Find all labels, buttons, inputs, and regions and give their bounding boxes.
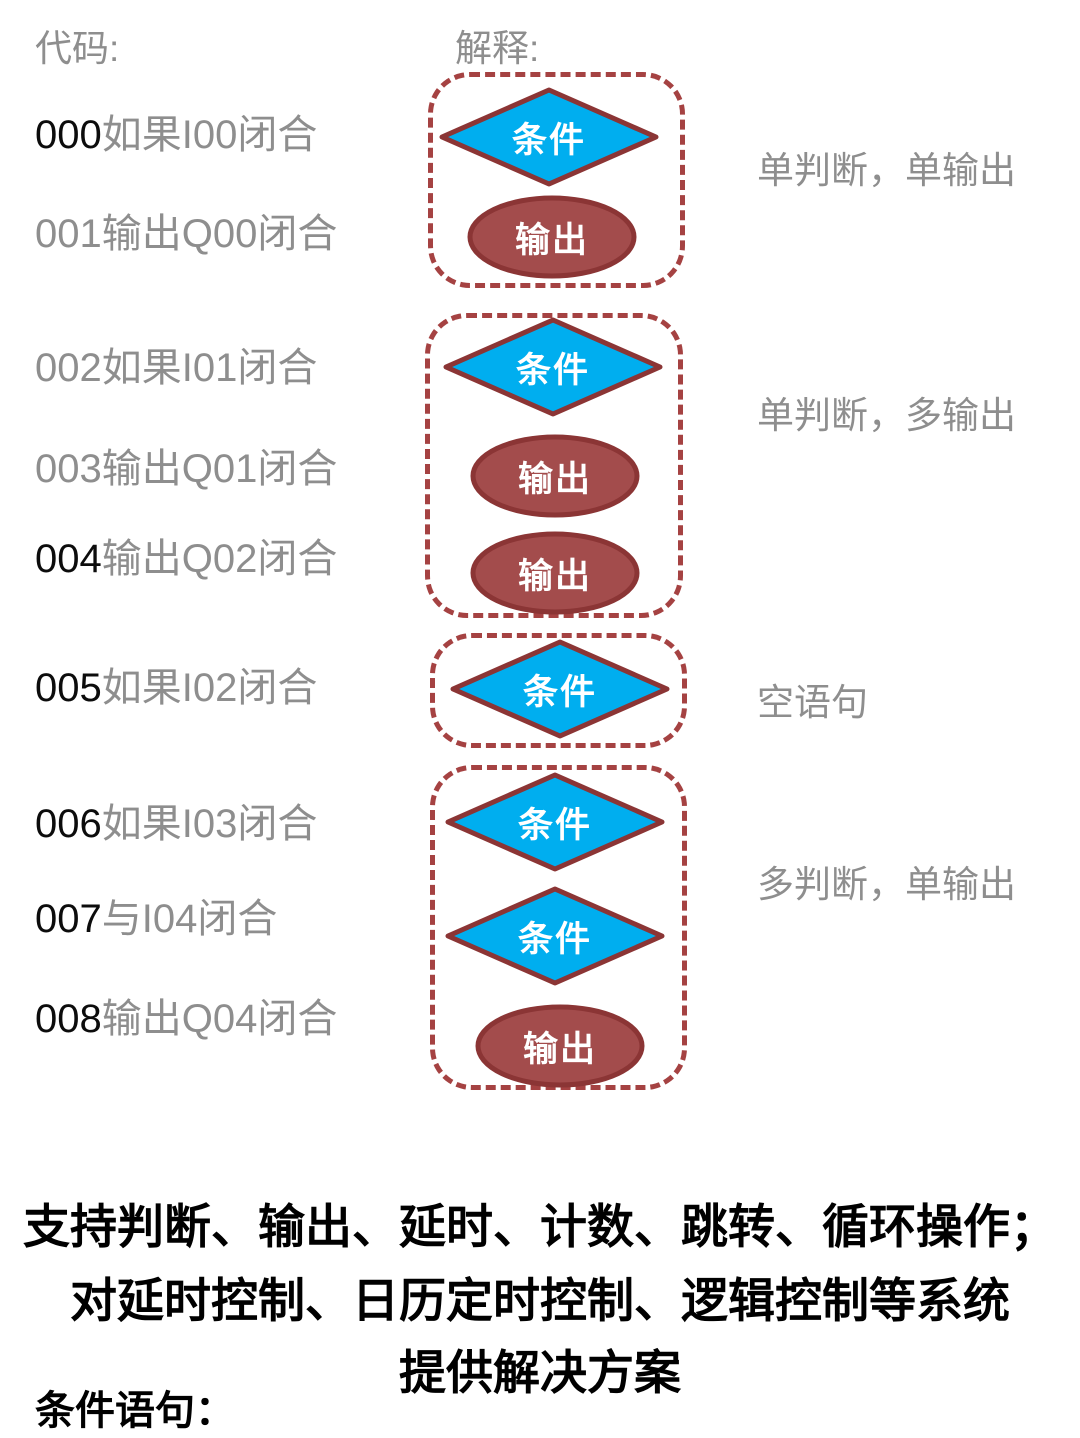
output-label: 输出 xyxy=(517,459,592,499)
diamond-icon xyxy=(439,87,659,187)
code-line-text: 如果I02闭合 xyxy=(101,666,318,710)
condition-label: 条件 xyxy=(522,672,597,712)
summary-line-2: 对延时控制、日历定时控制、逻辑控制等系统 xyxy=(70,1274,1010,1327)
code-line-005: 005如果I02闭合 xyxy=(35,666,317,710)
explanation-group-3: 空语句 xyxy=(757,682,868,723)
code-line-008: 008输出Q04闭合 xyxy=(35,997,337,1041)
diamond-icon xyxy=(443,317,663,417)
output-ellipse: 输出 xyxy=(467,195,637,279)
code-line-number: 002 xyxy=(35,346,102,390)
code-line-number: 003 xyxy=(35,447,102,491)
ellipse-icon xyxy=(475,1004,645,1088)
code-line-007: 007与I04闭合 xyxy=(35,897,277,941)
code-line-number: 005 xyxy=(35,666,102,710)
code-line-text: 输出Q01闭合 xyxy=(101,447,338,491)
output-label: 输出 xyxy=(514,220,589,260)
output-label: 输出 xyxy=(522,1029,597,1069)
diamond-icon xyxy=(445,772,665,872)
diamond-icon xyxy=(450,639,670,739)
code-line-number: 004 xyxy=(35,537,102,581)
code-line-text: 输出Q04闭合 xyxy=(101,997,338,1041)
code-line-004: 004输出Q02闭合 xyxy=(35,537,337,581)
output-ellipse: 输出 xyxy=(470,531,640,615)
code-column-header: 代码: xyxy=(35,28,120,69)
condition-statement-section-label: 条件语句： xyxy=(35,1389,235,1433)
condition-label: 条件 xyxy=(517,805,592,845)
code-line-text: 输出Q00闭合 xyxy=(101,212,338,256)
output-ellipse: 输出 xyxy=(470,434,640,518)
condition-label: 条件 xyxy=(517,919,592,959)
flow-group-1-frame xyxy=(428,72,685,288)
condition-diamond: 条件 xyxy=(443,317,663,417)
code-line-number: 006 xyxy=(35,802,102,846)
flow-group-4-frame xyxy=(430,765,687,1090)
flow-group-3-frame xyxy=(430,633,687,748)
condition-diamond: 条件 xyxy=(450,639,670,739)
code-line-number: 001 xyxy=(35,212,102,256)
explanation-group-1: 单判断，单输出 xyxy=(757,150,1016,191)
code-line-text: 如果I03闭合 xyxy=(101,802,318,846)
output-label: 输出 xyxy=(517,556,592,596)
condition-diamond: 条件 xyxy=(445,886,665,986)
code-line-002: 002如果I01闭合 xyxy=(35,346,317,390)
code-line-number: 008 xyxy=(35,997,102,1041)
code-line-003: 003输出Q01闭合 xyxy=(35,447,337,491)
diamond-icon xyxy=(445,886,665,986)
output-ellipse: 输出 xyxy=(475,1004,645,1088)
code-line-000: 000如果I00闭合 xyxy=(35,113,317,157)
code-line-001: 001输出Q00闭合 xyxy=(35,212,337,256)
ellipse-icon xyxy=(470,531,640,615)
condition-diamond: 条件 xyxy=(445,772,665,872)
code-line-text: 如果I01闭合 xyxy=(101,346,318,390)
condition-label: 条件 xyxy=(515,350,590,390)
code-line-text: 如果I00闭合 xyxy=(101,113,318,157)
ellipse-icon xyxy=(467,195,637,279)
condition-diamond: 条件 xyxy=(439,87,659,187)
code-line-006: 006如果I03闭合 xyxy=(35,802,317,846)
code-line-text: 与I04闭合 xyxy=(101,897,278,941)
explain-column-header: 解释: xyxy=(455,28,540,69)
flow-group-2-frame xyxy=(425,313,683,618)
code-line-number: 000 xyxy=(35,113,102,157)
code-line-number: 007 xyxy=(35,897,102,941)
summary-line-3: 提供解决方案 xyxy=(399,1346,681,1399)
code-line-text: 输出Q02闭合 xyxy=(101,537,338,581)
summary-line-1: 支持判断、输出、延时、计数、跳转、循环操作； xyxy=(23,1200,1057,1253)
explanation-group-2: 单判断，多输出 xyxy=(757,395,1016,436)
explanation-group-4: 多判断，单输出 xyxy=(757,864,1016,905)
ellipse-icon xyxy=(470,434,640,518)
condition-label: 条件 xyxy=(511,120,586,160)
